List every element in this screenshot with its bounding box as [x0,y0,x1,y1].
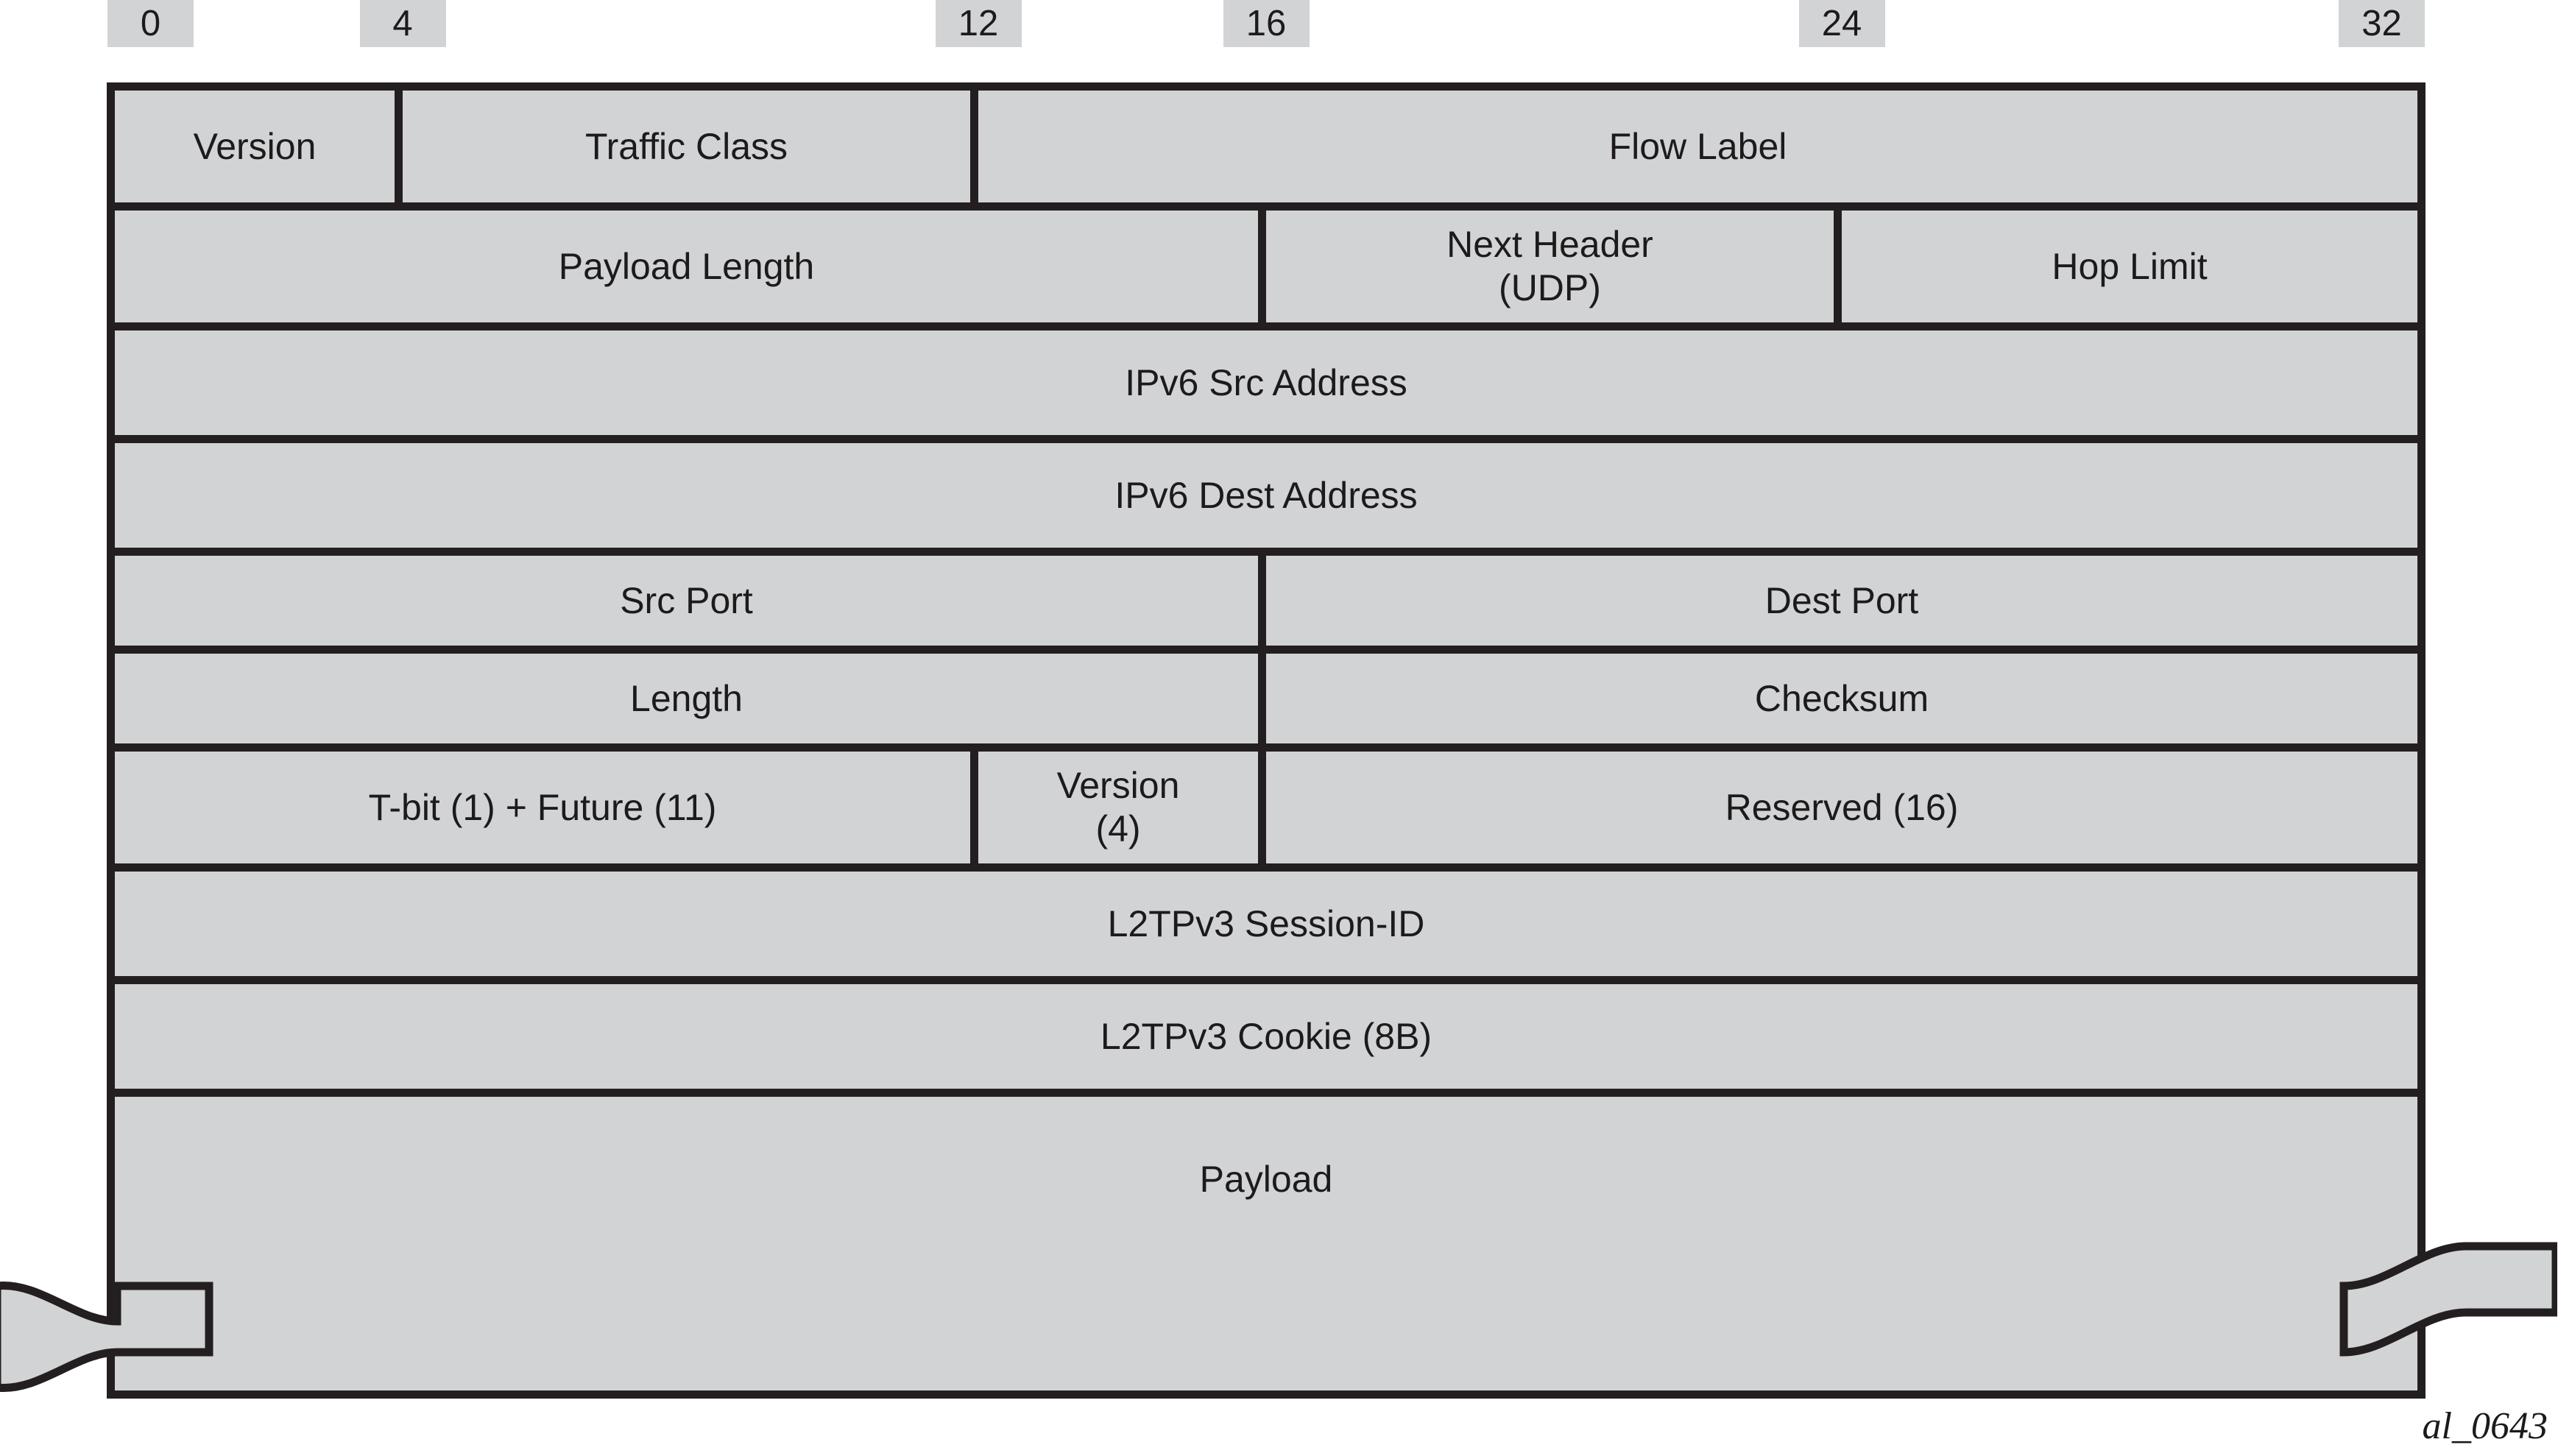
field-cell: Version (4) [978,752,1266,863]
field-cell: Next Header (UDP) [1266,211,1842,322]
field-cell: Length [115,654,1266,743]
field-cell: Flow Label [1608,125,1787,167]
field-cell: Hop Limit [2052,245,2208,287]
bit-position-ruler: 0 4 12 16 24 32 [0,0,2558,47]
ruler-tick-16: 16 [1223,0,1310,47]
udp-ports-row: Src Port Dest Port [115,556,2417,654]
figure-caption: al_0643 [2422,1405,2548,1447]
field-cell: Reserved (16) [1725,786,1959,828]
l2tpv3-control-row: T-bit (1) + Future (11)Version (4) Reserv… [115,752,2417,872]
field-cell: T-bit (1) + Future (11) [115,752,978,863]
field-cell: Traffic Class [403,91,978,202]
ruler-tick-4: 4 [359,0,446,47]
ipv6-src-address-row: IPv6 Src Address [115,331,2417,443]
ruler-tick-0: 0 [107,0,194,47]
ipv6-dest-address-row: IPv6 Dest Address [115,443,2417,556]
ruler-tick-24: 24 [1798,0,1885,47]
field-cell: Checksum [1754,677,1929,719]
payload-row: Payload [115,1097,2417,1262]
field-cell: Src Port [115,556,1266,646]
field-cell: IPv6 Dest Address [1114,474,1418,516]
field-cell: Dest Port [1764,579,1919,621]
udp-length-checksum-row: Length Checksum [115,654,2417,752]
ruler-tick-32: 32 [2339,0,2425,47]
l2tpv3-session-id-row: L2TPv3 Session-ID [115,872,2417,984]
field-cell: Payload Length [115,211,1266,322]
field-cell: Payload [1199,1159,1333,1200]
field-cell: IPv6 Src Address [1125,361,1407,403]
field-cell: L2TPv3 Session-ID [1107,902,1425,944]
l2tpv3-cookie-row: L2TPv3 Cookie (8B) [115,984,2417,1097]
field-cell: Version [115,91,403,202]
field-cell: L2TPv3 Cookie (8B) [1100,1015,1432,1057]
ruler-tick-12: 12 [935,0,1022,47]
